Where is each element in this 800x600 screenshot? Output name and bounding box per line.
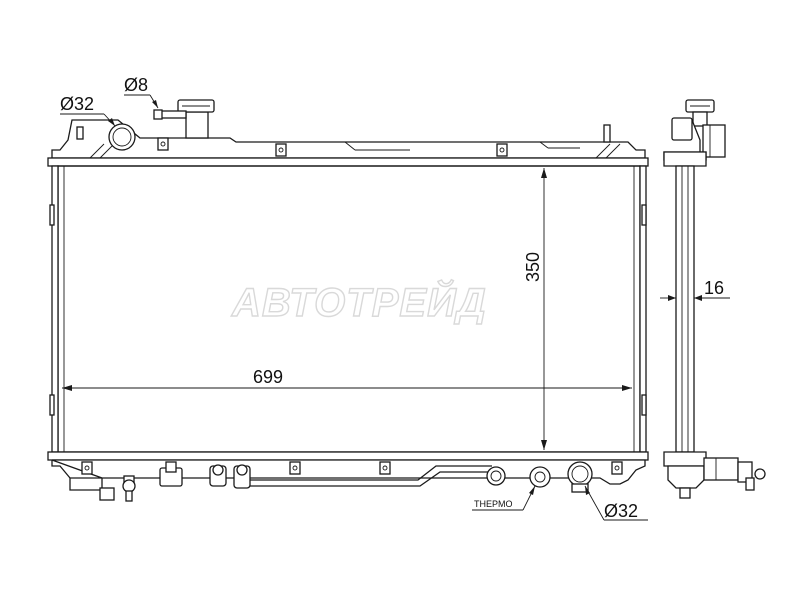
thermo-callout: THEPMO	[472, 485, 536, 511]
dimension-overflow: Ø8	[124, 75, 159, 109]
outlet-diameter-label: Ø32	[604, 501, 638, 521]
radiator-front-view	[47, 99, 649, 502]
inlet-pipe	[108, 123, 136, 151]
dimension-thickness: 16	[660, 278, 730, 301]
dimension-width: 699	[62, 367, 632, 391]
width-label: 699	[253, 367, 283, 387]
thermo-label: THEPMO	[474, 499, 513, 509]
outlet-pipe	[567, 461, 593, 493]
dimension-height: 350	[523, 168, 547, 450]
height-label: 350	[523, 252, 543, 282]
overflow-diameter-label: Ø8	[124, 75, 148, 95]
dimension-outlet: Ø32	[584, 485, 648, 521]
thickness-label: 16	[704, 278, 724, 298]
dimension-inlet: Ø32	[60, 94, 116, 127]
inlet-diameter-label: Ø32	[60, 94, 94, 114]
top-tank	[51, 119, 646, 159]
filler-cap	[153, 99, 215, 139]
watermark-text: АВТОТРЕЙД	[231, 278, 487, 325]
radiator-side-view	[663, 99, 766, 499]
thermo-sensor	[529, 466, 551, 488]
